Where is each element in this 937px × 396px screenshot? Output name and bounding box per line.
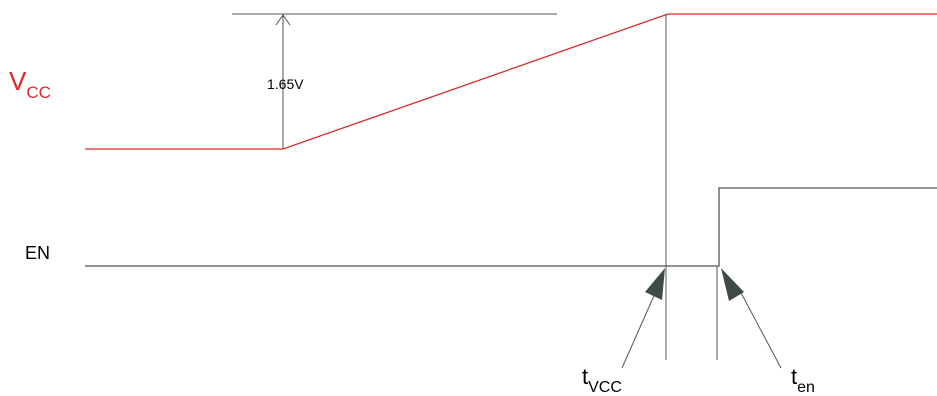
vcc-waveform [85,13,937,150]
ten-pointer-line [738,288,782,369]
ten-label: ten [791,364,815,396]
tvcc-label-sub: VCC [588,379,622,396]
ten-label-main: t [791,364,798,389]
en-waveform [85,187,937,267]
en-label: EN [25,243,51,263]
vcc-label: VCC [9,66,51,102]
vcc-label-main: V [9,66,27,96]
threshold-arrowhead [275,14,291,26]
tvcc-label: tVCC [582,364,622,396]
tvcc-pointer-arrowhead [645,268,665,300]
ten-pointer-arrowhead [721,268,744,301]
tvcc-pointer-line [621,288,658,369]
vcc-label-sub: CC [26,83,51,102]
ten-label-sub: en [797,379,815,396]
tvcc-label-main: t [582,364,589,389]
threshold-label: 1.65V [267,76,304,92]
